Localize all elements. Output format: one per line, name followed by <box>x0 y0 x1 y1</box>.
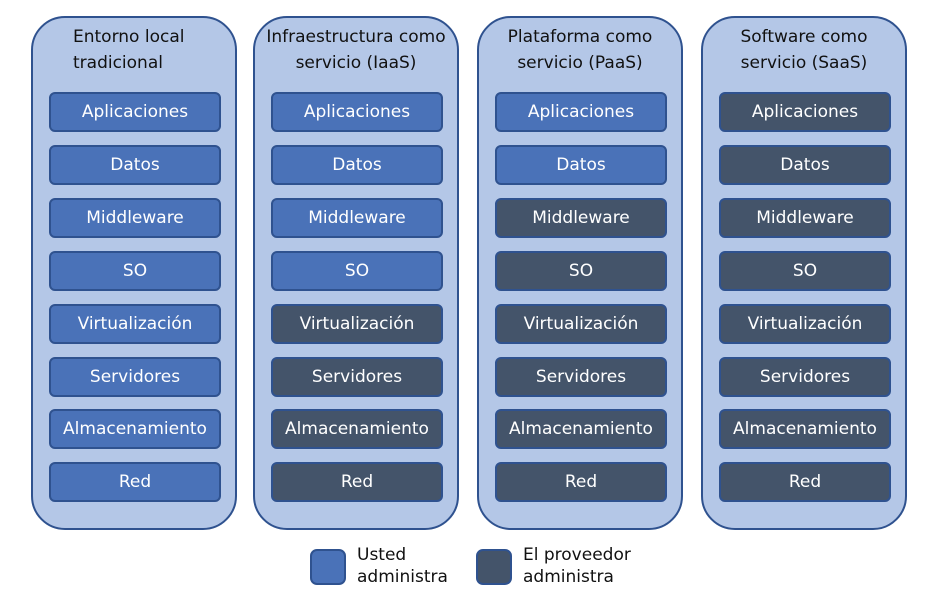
column-title-line: servicio (SaaS) <box>740 53 868 73</box>
legend-you-line-2: administra <box>357 567 448 587</box>
legend-swatch-you <box>310 549 346 585</box>
layer-servidores: Servidores <box>49 357 221 397</box>
layer-middleware: Middleware <box>271 198 443 238</box>
layer-so: SO <box>49 251 221 291</box>
layer-middleware: Middleware <box>719 198 891 238</box>
layer-middleware: Middleware <box>49 198 221 238</box>
layer-so: SO <box>719 251 891 291</box>
legend-you-line-1: Usted <box>357 545 407 565</box>
layer-virtualizacin: Virtualización <box>495 304 667 344</box>
layer-servidores: Servidores <box>719 357 891 397</box>
column-title-line: servicio (IaaS) <box>295 53 417 73</box>
column-title-line: Entorno local <box>73 27 185 47</box>
layer-aplicaciones: Aplicaciones <box>495 92 667 132</box>
layer-red: Red <box>719 462 891 502</box>
column-title: Software como servicio (SaaS) <box>703 24 905 76</box>
column-iaas: Infraestructura como servicio (IaaS) Aplic… <box>253 16 459 530</box>
layer-virtualizacin: Virtualización <box>271 304 443 344</box>
layer-aplicaciones: Aplicaciones <box>719 92 891 132</box>
column-title-line: servicio (PaaS) <box>517 53 643 73</box>
column-title: Entorno local tradicional <box>33 24 235 76</box>
layer-virtualizacin: Virtualización <box>49 304 221 344</box>
column-title-line: Plataforma como <box>507 27 653 47</box>
layer-datos: Datos <box>49 145 221 185</box>
layer-servidores: Servidores <box>271 357 443 397</box>
layer-so: SO <box>271 251 443 291</box>
legend-label-provider: El proveedor administra <box>523 544 631 588</box>
layer-aplicaciones: Aplicaciones <box>271 92 443 132</box>
layer-red: Red <box>49 462 221 502</box>
layer-datos: Datos <box>719 145 891 185</box>
column-title-line: Software como <box>740 27 868 47</box>
layer-virtualizacin: Virtualización <box>719 304 891 344</box>
legend-provider-line-2: administra <box>523 567 614 587</box>
legend-provider-line-1: El proveedor <box>523 545 631 565</box>
column-saas: Software como servicio (SaaS) Aplicaciones… <box>701 16 907 530</box>
layer-red: Red <box>495 462 667 502</box>
layer-almacenamiento: Almacenamiento <box>271 409 443 449</box>
column-title: Plataforma como servicio (PaaS) <box>479 24 681 76</box>
layer-almacenamiento: Almacenamiento <box>49 409 221 449</box>
layer-datos: Datos <box>271 145 443 185</box>
layer-middleware: Middleware <box>495 198 667 238</box>
column-title-line: Infraestructura como <box>266 27 446 47</box>
layer-so: SO <box>495 251 667 291</box>
layer-datos: Datos <box>495 145 667 185</box>
layer-aplicaciones: Aplicaciones <box>49 92 221 132</box>
legend-label-you: Usted administra <box>357 544 448 588</box>
layer-almacenamiento: Almacenamiento <box>719 409 891 449</box>
column-title-line: tradicional <box>73 53 163 73</box>
layer-red: Red <box>271 462 443 502</box>
column-title: Infraestructura como servicio (IaaS) <box>255 24 457 76</box>
column-paas: Plataforma como servicio (PaaS) Aplicacion… <box>477 16 683 530</box>
layer-almacenamiento: Almacenamiento <box>495 409 667 449</box>
layer-servidores: Servidores <box>495 357 667 397</box>
legend-swatch-provider <box>476 549 512 585</box>
